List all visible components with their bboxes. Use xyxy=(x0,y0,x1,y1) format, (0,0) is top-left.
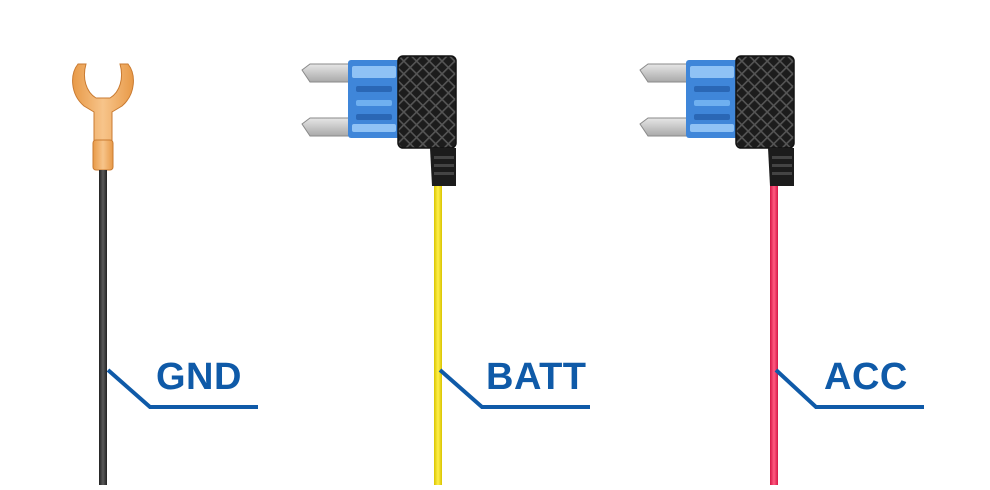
acc-callout-line xyxy=(774,368,924,409)
batt-wire-group xyxy=(301,55,590,485)
add-a-circuit-fuse-tap-icon xyxy=(301,55,457,187)
batt-callout-line xyxy=(438,368,590,409)
gnd-wire xyxy=(99,170,107,485)
gnd-label: GND xyxy=(156,356,242,398)
gnd-wire-group xyxy=(72,63,258,485)
batt-label: BATT xyxy=(486,356,587,398)
acc-wire xyxy=(770,186,778,485)
add-a-circuit-fuse-tap-icon xyxy=(639,55,795,187)
acc-wire-group xyxy=(639,55,924,485)
acc-label: ACC xyxy=(824,356,908,398)
batt-wire xyxy=(434,186,442,485)
fork-terminal-icon xyxy=(72,63,134,171)
gnd-callout-line xyxy=(106,368,258,409)
